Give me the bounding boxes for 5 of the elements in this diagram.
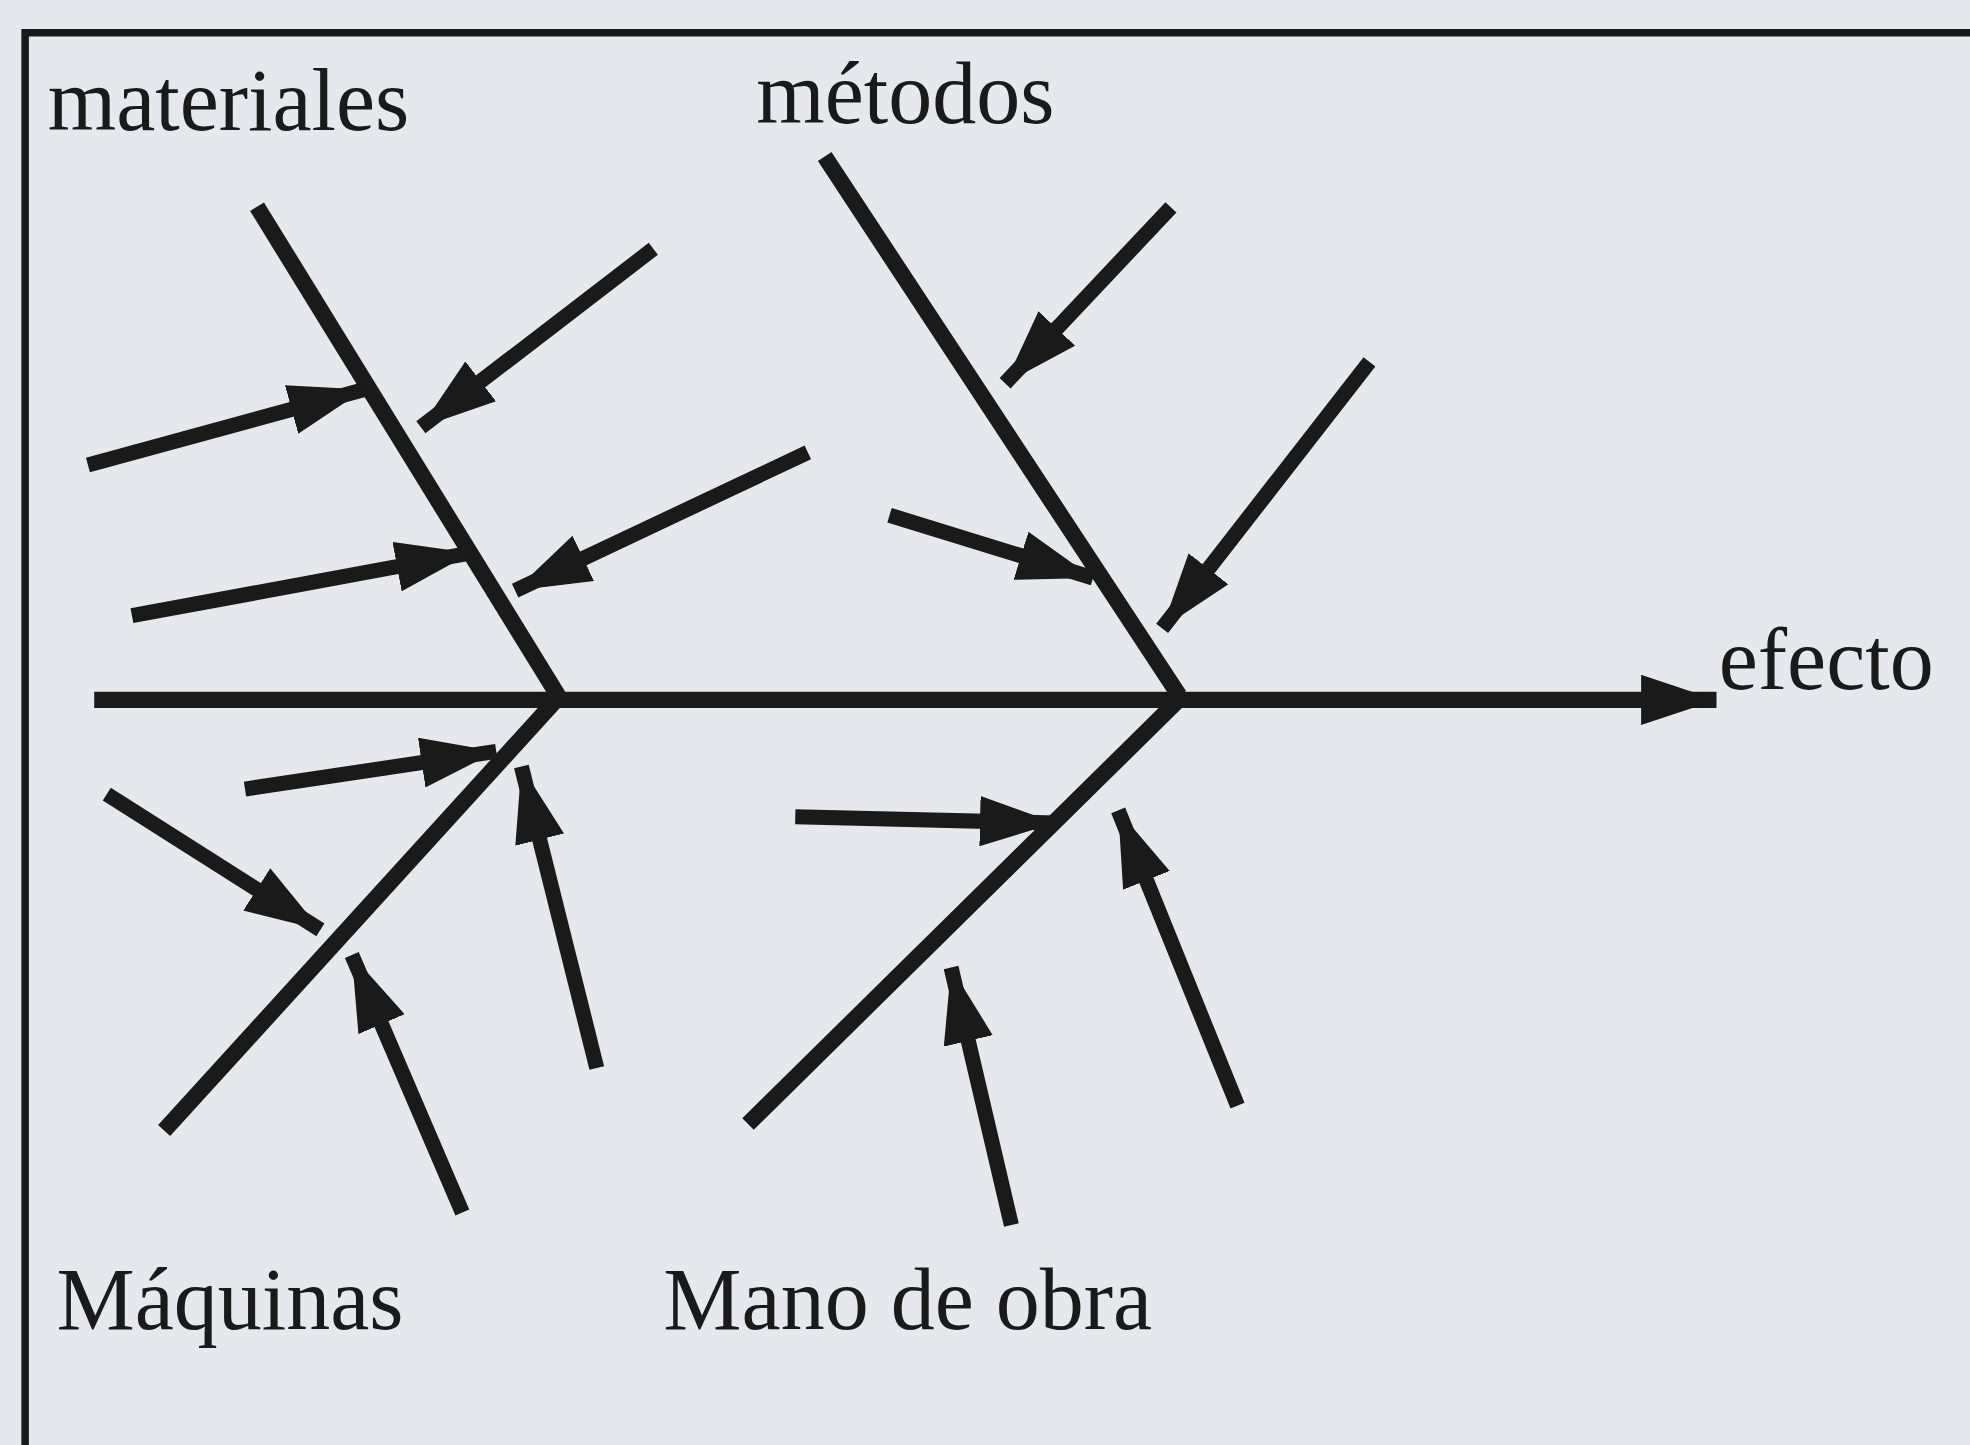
spine-arrow [94,674,1717,725]
category-label: materiales [47,56,410,145]
effect-label: efecto [1718,615,1934,704]
category-label: métodos [756,50,1055,139]
category-label: Mano de obra [663,1256,1153,1345]
